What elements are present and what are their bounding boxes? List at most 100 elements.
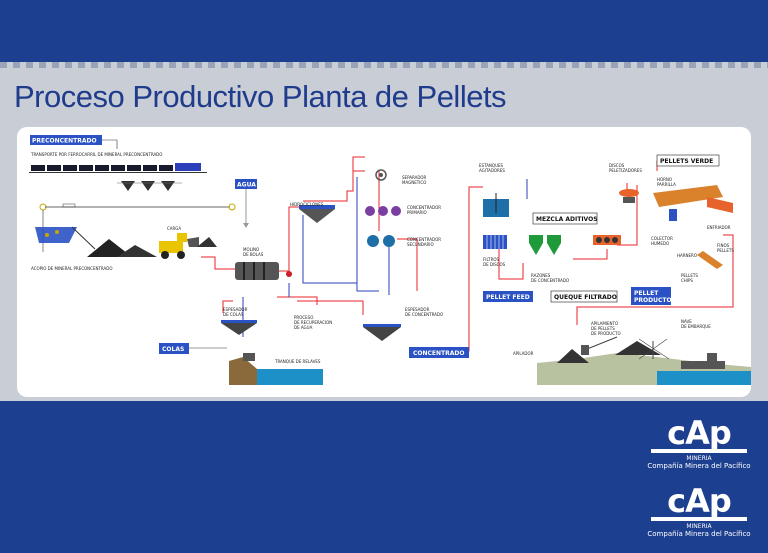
espesador-conc-label-2: DE CONCENTRADO <box>405 312 443 317</box>
flow-red <box>201 156 734 352</box>
horno-label-1: HORNO <box>657 177 672 182</box>
apilamiento-label-3: DE PRODUCTO <box>591 331 621 336</box>
apilamiento-label-1: APILAMIENTO <box>591 321 618 326</box>
finos-label-2: PELLETS <box>717 248 734 253</box>
queque-filtrado-label: QUEQUE FILTRADO <box>554 294 617 301</box>
acopio-label: ACOPIO DE MINERAL PRECONCENTRADO <box>31 266 113 271</box>
hoppers <box>117 181 182 191</box>
tranque-relaves <box>229 353 323 385</box>
stacker <box>35 226 96 250</box>
colector-label-2: HUMEDO <box>651 241 669 246</box>
cap-logo-company: Compañía Minera del Pacífico <box>647 462 751 470</box>
torn-edge <box>0 62 768 68</box>
pellets-verde-label: PELLETS VERDE <box>660 158 713 165</box>
pellets-chips-label-2: CHIPS <box>681 278 693 283</box>
estanques-label-2: AGITADORES <box>479 168 505 173</box>
filtros-discos <box>483 235 507 249</box>
horno-label-2: PARRILLA <box>657 182 676 187</box>
agua-box <box>235 179 257 189</box>
title-band <box>0 62 768 122</box>
separador-label-1: SEPARADOR <box>402 175 427 180</box>
filtros-label-1: FILTROS <box>483 257 500 262</box>
cap-logo: cAp MINERIA Compañía Minera del Pacífico <box>644 482 754 538</box>
train <box>29 163 207 173</box>
loader-pile <box>197 237 217 247</box>
preconcentrado-box <box>30 135 102 145</box>
pellets-chips-label-1: PELLETS <box>681 273 698 278</box>
loader <box>159 233 199 259</box>
hidrociclones-label: HIDROCICLONES <box>290 202 324 207</box>
cap-logo: cAp MINERIA Compañía Minera del Pacífico <box>644 414 754 470</box>
agua-label: AGUA <box>237 182 256 189</box>
colas-label: COLAS <box>162 346 184 353</box>
apilador-label: APILADOR <box>513 351 534 356</box>
concentrador-primario <box>365 206 401 216</box>
harnero <box>697 251 723 269</box>
mezcla-aditivos-box <box>532 212 598 225</box>
espesador-conc-label-1: ESPESADOR <box>405 307 430 312</box>
finos-label-1: FINOS <box>717 243 730 248</box>
separador-magnetico <box>375 169 387 181</box>
discos-label-2: PELETIZADORES <box>609 168 642 173</box>
concentrador-secundario <box>367 235 395 247</box>
separador-label-2: MAGNETICO <box>402 180 426 185</box>
discos-peletizadores <box>619 189 639 203</box>
transporte-label: TRANSPORTE POR FERROCARRIL DE MINERAL PR… <box>30 152 162 157</box>
filtros-label-2: DE DISCOS <box>483 262 506 267</box>
pellet-feed-box <box>483 291 533 302</box>
espesador-colas <box>221 320 257 335</box>
nave-label-1: NAVE <box>681 319 692 324</box>
silos-aditivos <box>529 235 561 255</box>
pellets-verde-box <box>656 154 720 167</box>
cap-logo-sub: MINERIA <box>686 523 712 530</box>
harnero-label: HARNERO <box>677 253 697 258</box>
cap-logo-word: cAp <box>667 414 732 452</box>
cap-logo-word: cAp <box>667 482 732 520</box>
pellet-feed-label: PELLET FEED <box>486 294 530 301</box>
pellet-producto-label-1: PELLET <box>634 290 659 297</box>
apilamiento-label-2: DE PELLETS <box>591 326 615 331</box>
mixer <box>593 235 621 245</box>
pellet-producto-label-2: PRODUCTO <box>634 297 672 304</box>
concentrado-label: CONCENTRADO <box>413 350 465 357</box>
page-title: Proceso Productivo Planta de Pellets <box>14 79 507 114</box>
preconcentrado-label: PRECONCENTRADO <box>32 138 97 145</box>
top-band <box>0 0 768 66</box>
horno-parrilla <box>653 185 733 221</box>
espesador-colas-label-2: DE COLAS <box>223 312 244 317</box>
proceso-label-1: PROCESO <box>294 315 313 320</box>
preconcentrado-leader <box>102 139 118 149</box>
discos-label-1: DISCOS <box>609 163 625 168</box>
estanques-label-1: ESTANQUES <box>479 163 504 168</box>
stockpile-2 <box>117 245 157 257</box>
mezcla-aditivos-label: MEZCLA ADITIVOS <box>536 216 598 223</box>
estanques-agitadores <box>483 193 509 217</box>
process-diagram: PRECONCENTRADO TRANSPORTE POR FERROCARRI… <box>17 127 751 397</box>
concentrado-box <box>409 347 469 358</box>
nave-label-2: DE EMBARQUE <box>681 324 711 329</box>
hidrociclones <box>299 205 335 223</box>
cap-logo-sub: MINERIA <box>686 455 712 462</box>
molino-label-2: DE BOLAS <box>243 252 264 257</box>
stockpile-1 <box>87 239 132 257</box>
enfriador-label: ENFRIADOR <box>707 225 731 230</box>
conc-primario-label-2: PRIMARIO <box>407 210 427 215</box>
cap-logo-bar <box>651 517 747 521</box>
cap-logo-company: Compañía Minera del Pacífico <box>647 530 751 538</box>
pellet-producto-box <box>631 287 671 305</box>
carga-label: CARGA <box>167 226 181 231</box>
razones-label-1: RAZONES <box>531 273 551 278</box>
colector-label-1: COLECTOR <box>651 236 673 241</box>
colas-box <box>159 343 189 354</box>
razones-label-2: DE CONCENTRADO <box>531 278 569 283</box>
flow-blue <box>242 177 528 337</box>
cap-logo-bar <box>651 449 747 453</box>
espesador-colas-label-1: ESPESADOR <box>223 307 248 312</box>
proceso-label-3: DE AGUA <box>294 325 313 330</box>
tranque-label: TRANQUE DE RELAVES <box>274 359 321 364</box>
molino-label-1: MOLINO <box>243 247 259 252</box>
molino-de-bolas <box>235 262 292 280</box>
queque-filtrado-box <box>550 290 618 303</box>
port-scene <box>537 336 751 385</box>
espesador-concentrado <box>363 324 401 341</box>
